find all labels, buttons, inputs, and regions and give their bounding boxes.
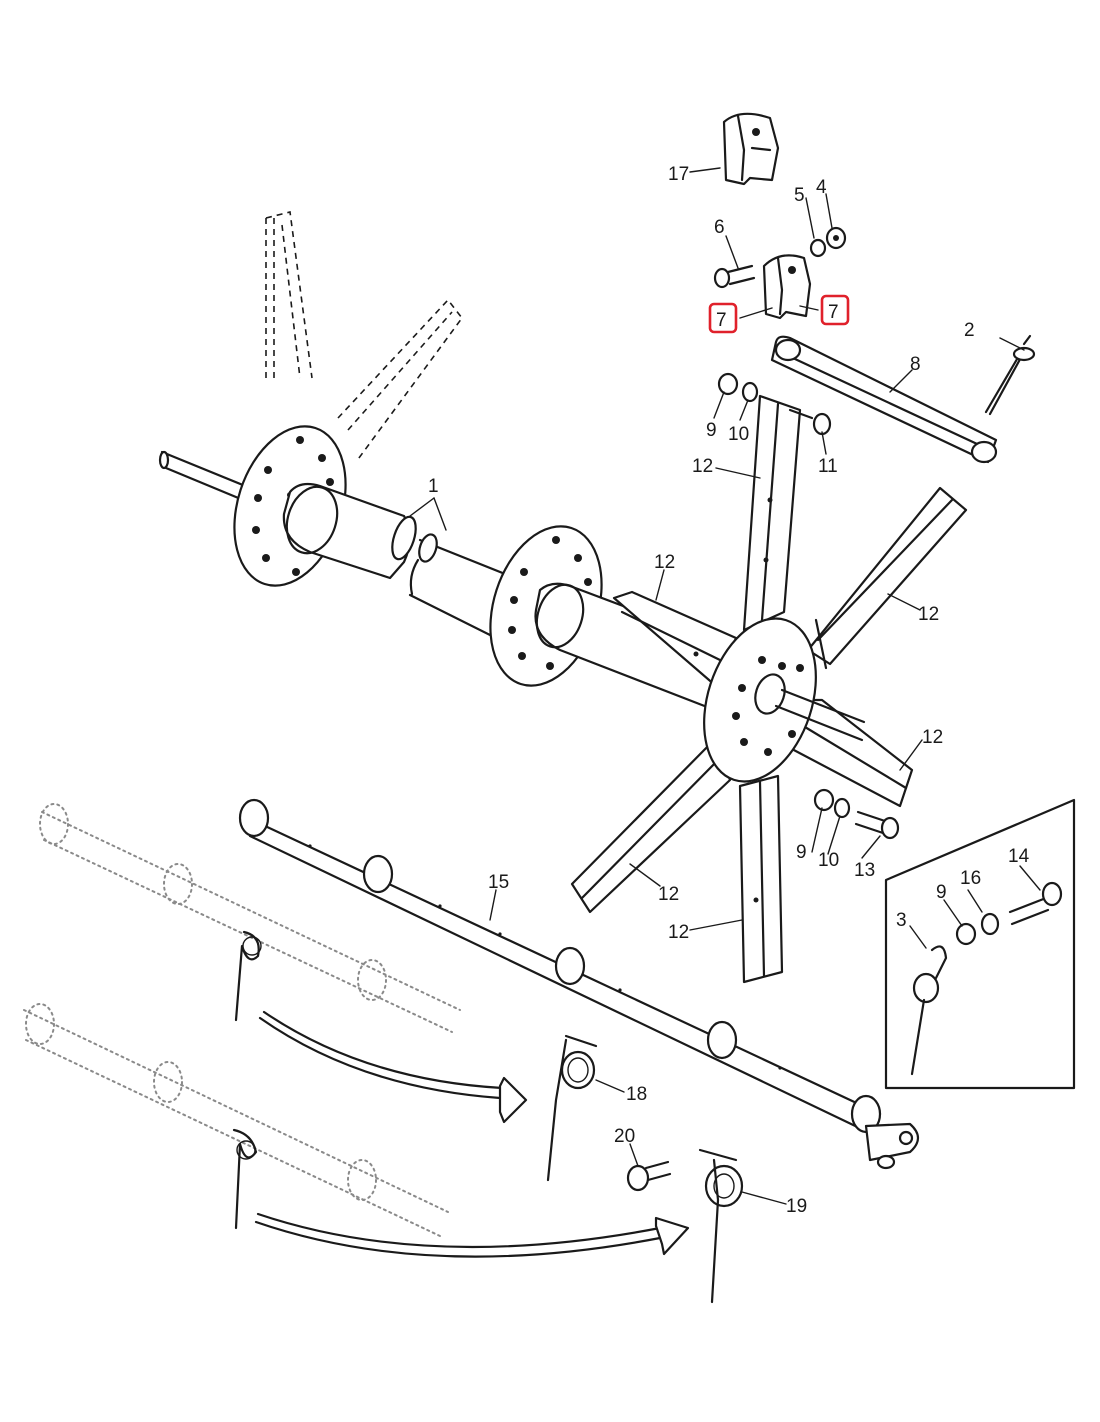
callout-13: 13: [854, 860, 875, 881]
callout-8: 8: [910, 354, 921, 375]
washer-set-upper: [717, 372, 832, 436]
ghost-tine-bar-lower: [23, 1003, 449, 1237]
spring-rod: [984, 334, 1036, 416]
callout-4: 4: [816, 177, 827, 198]
callout-12e: 12: [658, 884, 679, 905]
arrow-upper: [258, 1010, 528, 1124]
callout-6: 6: [714, 217, 725, 238]
callout-16: 16: [960, 868, 981, 889]
detail-inset: [884, 798, 1076, 1090]
callout-19: 19: [786, 1196, 807, 1217]
callout-labels: 17 5 4 6 7 7 2 8 1 9 10 11 12 12 12 12 9…: [428, 164, 1030, 1217]
reel-arm-bottom-vertical: [738, 774, 784, 984]
callout-10b: 10: [818, 850, 839, 871]
callout-2: 2: [964, 320, 975, 341]
clamp-assembly-top: [722, 112, 780, 186]
highlight-box-7b: [820, 294, 850, 326]
ghost-tine-springs: [232, 930, 262, 1230]
tine-bar: [238, 798, 920, 1170]
callout-9c: 9: [936, 882, 947, 903]
reel-hub-flange: [703, 617, 866, 783]
callout-11: 11: [818, 456, 838, 477]
callout-12d: 12: [922, 727, 943, 748]
shaft-middle-section: [408, 525, 742, 714]
washer-set-lower: [813, 788, 900, 840]
callout-15: 15: [488, 872, 509, 893]
callout-1: 1: [428, 476, 439, 497]
washer-5: [809, 238, 827, 258]
reel-arm-bottom-left: [570, 736, 732, 914]
reel-arm-top-vertical: [742, 394, 802, 632]
callout-7b: 7: [828, 302, 839, 323]
arrow-lower: [254, 1212, 690, 1258]
highlight-box-7a: [708, 302, 738, 334]
callout-9b: 9: [796, 842, 807, 863]
callout-5: 5: [794, 185, 805, 206]
tine-spring-18: [546, 1034, 598, 1182]
callout-7a: 7: [716, 310, 727, 331]
leader-lines: [409, 167, 1041, 1205]
callout-17: 17: [668, 164, 689, 185]
callout-12c: 12: [918, 604, 939, 625]
bolt-6: [713, 264, 756, 289]
callout-12a: 12: [692, 456, 713, 477]
callout-20: 20: [614, 1126, 635, 1147]
reel-arm-top-right: [806, 486, 968, 670]
clamp-assembly-mid: [762, 254, 812, 320]
callout-10a: 10: [728, 424, 749, 445]
bracket-bar: [770, 335, 998, 464]
ghost-tine-bar-upper: [39, 803, 461, 1033]
callout-14: 14: [1008, 846, 1030, 867]
callout-12b: 12: [654, 552, 675, 573]
tine-spring-19: [698, 1148, 744, 1304]
callout-9a: 9: [706, 420, 717, 441]
callout-12f: 12: [668, 922, 689, 943]
callout-18: 18: [626, 1084, 647, 1105]
dashed-frame-outline: [265, 211, 464, 463]
bolt-20: [626, 1160, 672, 1192]
callout-3: 3: [896, 910, 907, 931]
nut-4: [825, 226, 847, 250]
shaft-left-section: [158, 425, 417, 587]
